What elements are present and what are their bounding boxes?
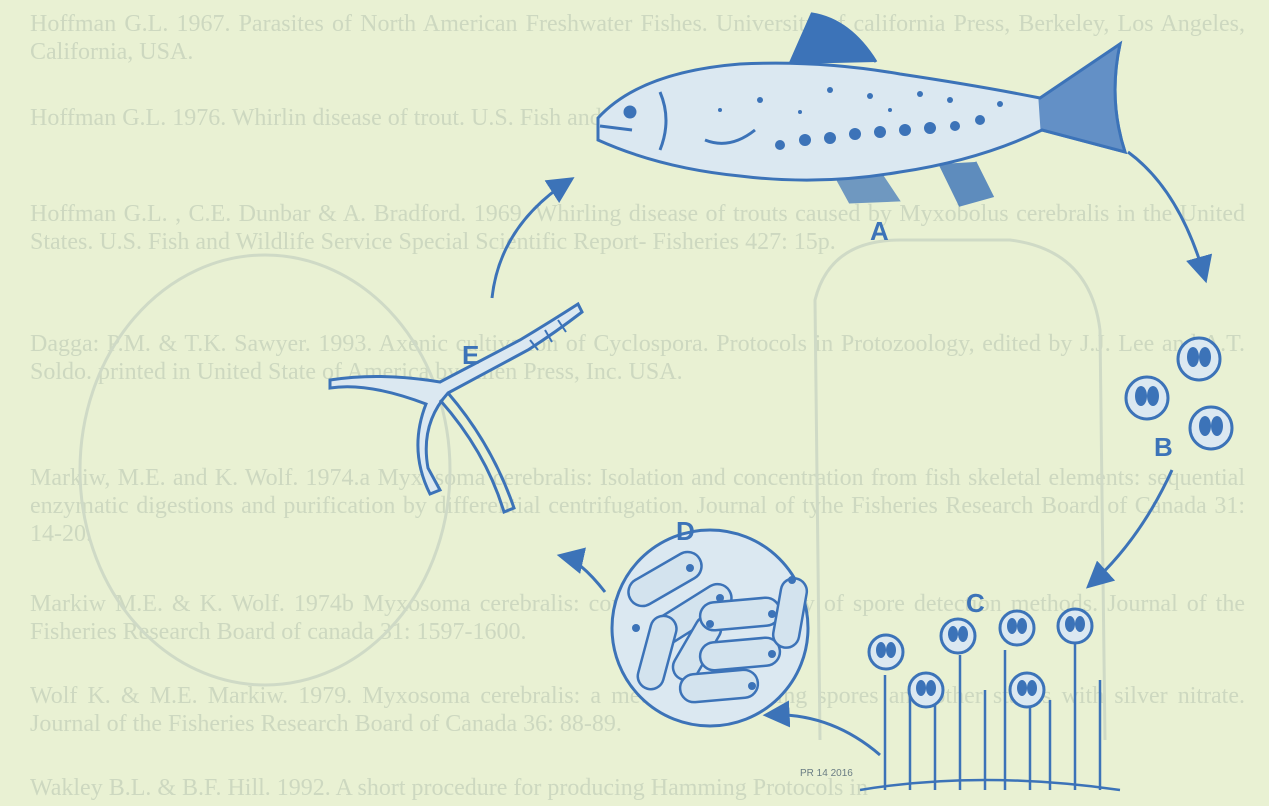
label-d: D <box>676 516 695 547</box>
label-e: E <box>462 340 479 371</box>
cycle-arrows <box>492 152 1205 755</box>
footnote-stamp: PR 14 2016 <box>800 768 853 779</box>
label-a: A <box>870 216 889 247</box>
label-c: C <box>966 588 985 619</box>
faint-background-outlines <box>80 240 1105 740</box>
triactinomyxon-stage <box>330 304 582 512</box>
spores-in-worm-host <box>860 609 1120 790</box>
trout-fish-illustration <box>598 14 1125 205</box>
released-spores <box>1126 338 1232 449</box>
pansporocyst-cell <box>612 530 809 726</box>
label-b: B <box>1154 432 1173 463</box>
